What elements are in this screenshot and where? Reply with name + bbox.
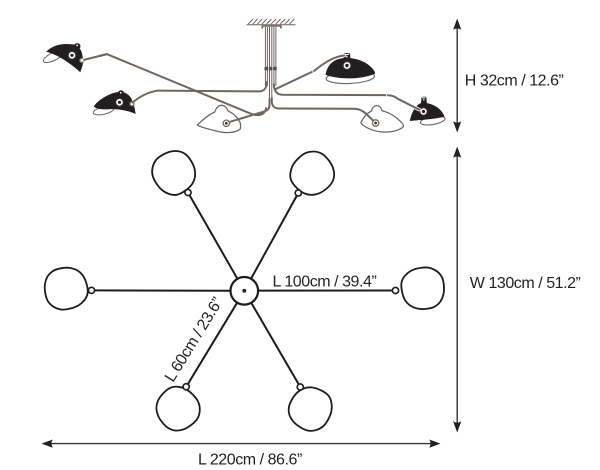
- svg-text:W 130cm / 51.2”: W 130cm / 51.2”: [470, 275, 581, 292]
- svg-text:H 32cm / 12.6”: H 32cm / 12.6”: [465, 73, 564, 90]
- svg-text:L 220cm / 86.6”: L 220cm / 86.6”: [198, 451, 302, 468]
- svg-text:L 100cm / 39.4”: L 100cm / 39.4”: [273, 274, 377, 291]
